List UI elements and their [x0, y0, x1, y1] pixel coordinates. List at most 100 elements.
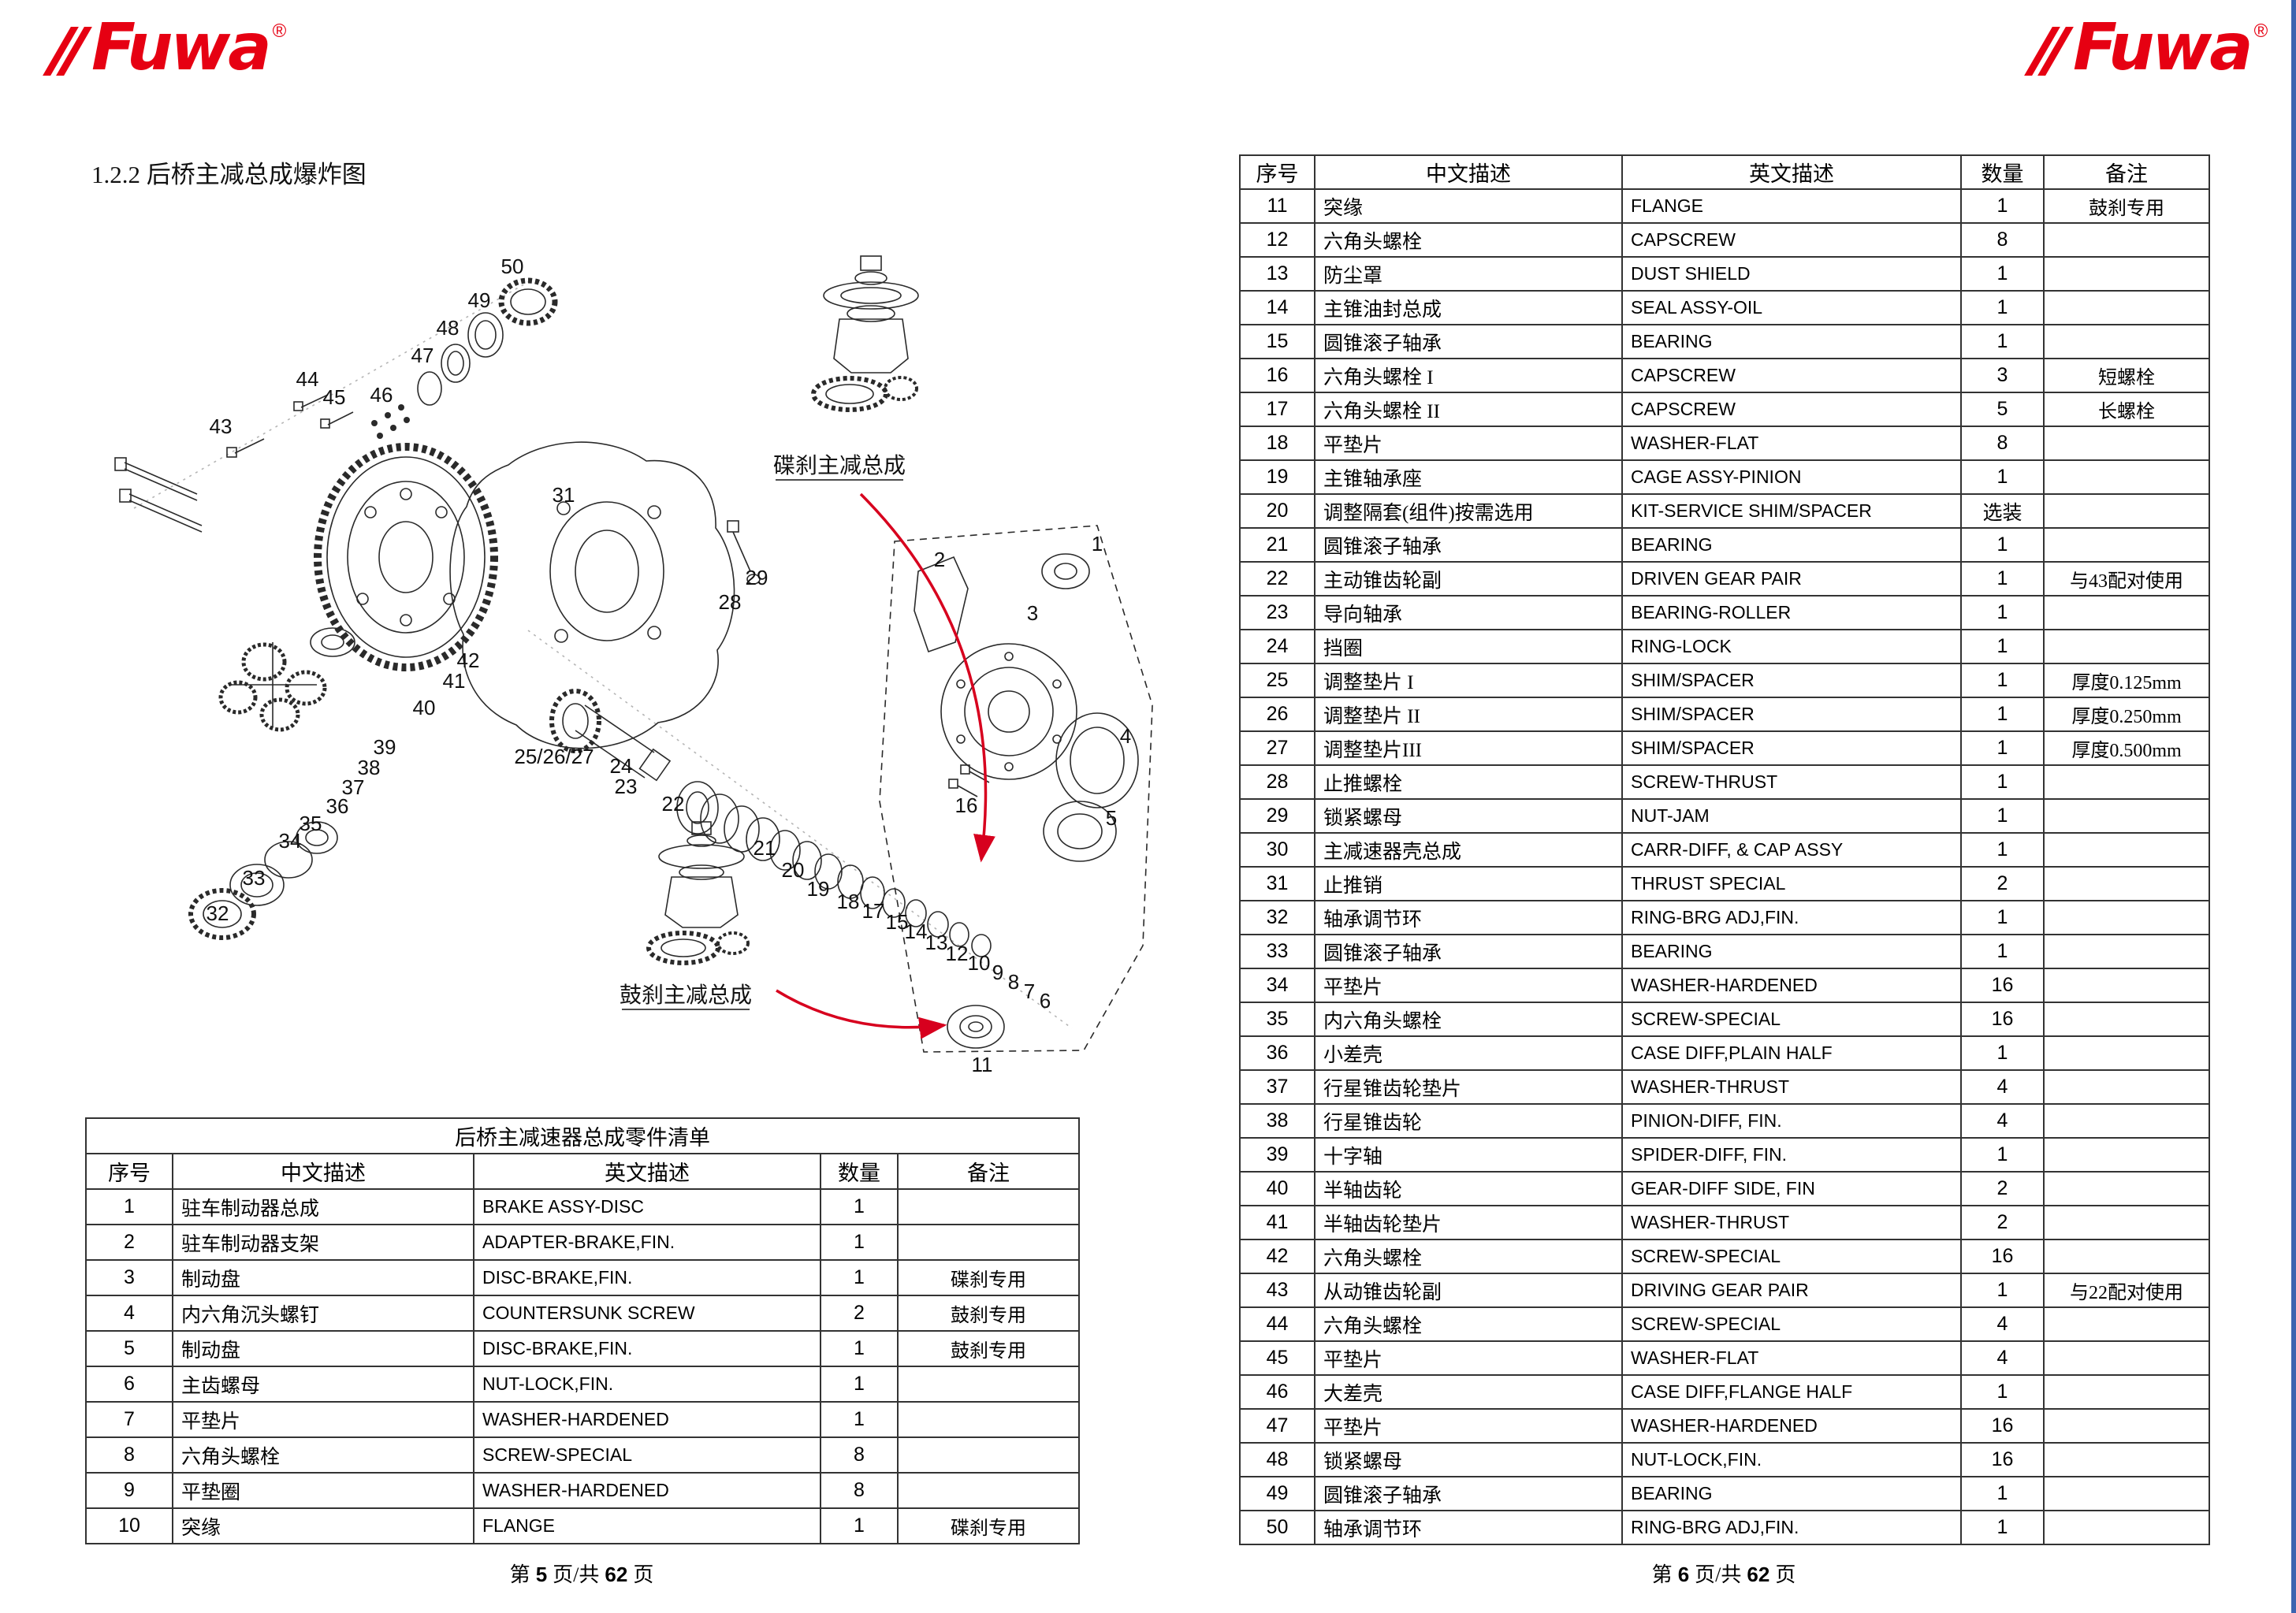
table-cell: 平垫片	[1314, 1340, 1623, 1376]
table-cell: 圆锥滚子轴承	[1314, 934, 1623, 969]
table-cell: SHIM/SPACER	[1621, 663, 1962, 698]
table-cell: 与43配对使用	[2043, 561, 2210, 597]
table-cell: WASHER-FLAT	[1621, 426, 1962, 461]
table-cell	[896, 1472, 1081, 1509]
table-cell: 1	[1960, 256, 2045, 292]
column-header: 中文描述	[172, 1153, 474, 1190]
table-cell	[2043, 1239, 2210, 1274]
table-cell	[896, 1436, 1081, 1474]
part-callout-7: 7	[1024, 979, 1035, 1003]
table-cell	[2043, 1205, 2210, 1240]
part-callout-1: 1	[1092, 532, 1103, 556]
table-cell: 止推螺栓	[1314, 764, 1623, 800]
table-cell	[2043, 256, 2210, 292]
logo-slashes-icon	[43, 27, 92, 76]
part-callout-14: 14	[905, 920, 928, 943]
table-cell: 圆锥滚子轴承	[1314, 1476, 1623, 1511]
table-cell: 29	[1239, 798, 1315, 834]
table-cell	[2043, 527, 2210, 563]
footer-text: 页	[1775, 1563, 1796, 1586]
table-cell: NUT-LOCK,FIN.	[473, 1366, 821, 1403]
part-callout-17: 17	[862, 899, 885, 923]
table-cell: 驻车制动器总成	[172, 1188, 474, 1225]
table-cell: SCREW-SPECIAL	[1621, 1002, 1962, 1037]
table-cell: 2	[85, 1224, 173, 1261]
table-cell	[2043, 493, 2210, 529]
part-callout-8: 8	[1008, 970, 1019, 994]
part-callout-50: 50	[501, 255, 524, 278]
table-cell: DRIVING GEAR PAIR	[1621, 1273, 1962, 1308]
table-cell: SCREW-SPECIAL	[473, 1436, 821, 1474]
column-header: 英文描述	[473, 1153, 821, 1190]
table-cell	[896, 1188, 1081, 1225]
table-cell: 平垫片	[1314, 1408, 1623, 1444]
table-cell: 碟刹专用	[896, 1259, 1081, 1296]
table-cell	[2043, 1137, 2210, 1173]
part-callout-24: 24	[610, 754, 633, 778]
footer-text: 第	[1651, 1563, 1673, 1586]
table-cell: 16	[1960, 1408, 2045, 1444]
table-cell: 短螺栓	[2043, 358, 2210, 393]
part-callout-37: 37	[342, 775, 365, 799]
table-cell: SHIM/SPACER	[1621, 697, 1962, 732]
table-cell	[2043, 866, 2210, 901]
table-cell	[2043, 1442, 2210, 1477]
part-callout-45: 45	[323, 385, 346, 409]
table-cell: 25	[1239, 663, 1315, 698]
table-cell	[2043, 1476, 2210, 1511]
table-cell: 制动盘	[172, 1259, 474, 1296]
registered-mark: ®	[272, 20, 287, 42]
assembly-caption: 碟刹主减总成	[773, 453, 906, 478]
table-cell: 1	[1960, 663, 2045, 698]
table-cell: 1	[1960, 459, 2045, 495]
table-cell	[2043, 222, 2210, 258]
part-callout-12: 12	[946, 942, 969, 965]
table-cell: 22	[1239, 561, 1315, 597]
table-cell: SPIDER-DIFF, FIN.	[1621, 1137, 1962, 1173]
table-cell: 主动锥齿轮副	[1314, 561, 1623, 597]
part-callout-25-26-27: 25/26/27	[514, 745, 594, 768]
logo-text: Fuwa	[91, 10, 272, 85]
table-cell	[2043, 1069, 2210, 1105]
table-cell: 33	[1239, 934, 1315, 969]
header-row: 序号中文描述英文描述数量备注	[85, 1153, 1081, 1190]
part-callout-6: 6	[1040, 989, 1051, 1013]
table-cell: BEARING	[1621, 1476, 1962, 1511]
table-cell: 1	[1960, 934, 2045, 969]
table-cell: 主齿螺母	[172, 1366, 474, 1403]
table-cell: 调整隔套(组件)按需选用	[1314, 493, 1623, 529]
table-cell: 7	[85, 1401, 173, 1438]
callout-layer: 5049484746454443312928231454241403938373…	[207, 255, 1132, 1076]
page-number: 5	[535, 1563, 548, 1586]
part-callout-46: 46	[370, 383, 393, 407]
table-cell: 27	[1239, 730, 1315, 766]
table-cell: 圆锥滚子轴承	[1314, 527, 1623, 563]
table-cell: WASHER-HARDENED	[1621, 968, 1962, 1003]
table-cell: CAGE ASSY-PINION	[1621, 459, 1962, 495]
table-cell: WASHER-FLAT	[1621, 1340, 1962, 1376]
table-cell	[2043, 1002, 2210, 1037]
part-callout-47: 47	[411, 344, 434, 367]
part-callout-28: 28	[719, 590, 742, 614]
footer-text: 页/共	[1695, 1563, 1742, 1586]
table-cell: 2	[1960, 1205, 2045, 1240]
part-callout-32: 32	[207, 901, 229, 925]
table-cell: SCREW-THRUST	[1621, 764, 1962, 800]
table-cell: 碟刹专用	[896, 1507, 1081, 1544]
table-cell: 44	[1239, 1306, 1315, 1342]
logo-text: Fuwa	[2073, 10, 2253, 85]
table-cell: SCREW-SPECIAL	[1621, 1306, 1962, 1342]
diagram-line-art	[114, 255, 1153, 1053]
